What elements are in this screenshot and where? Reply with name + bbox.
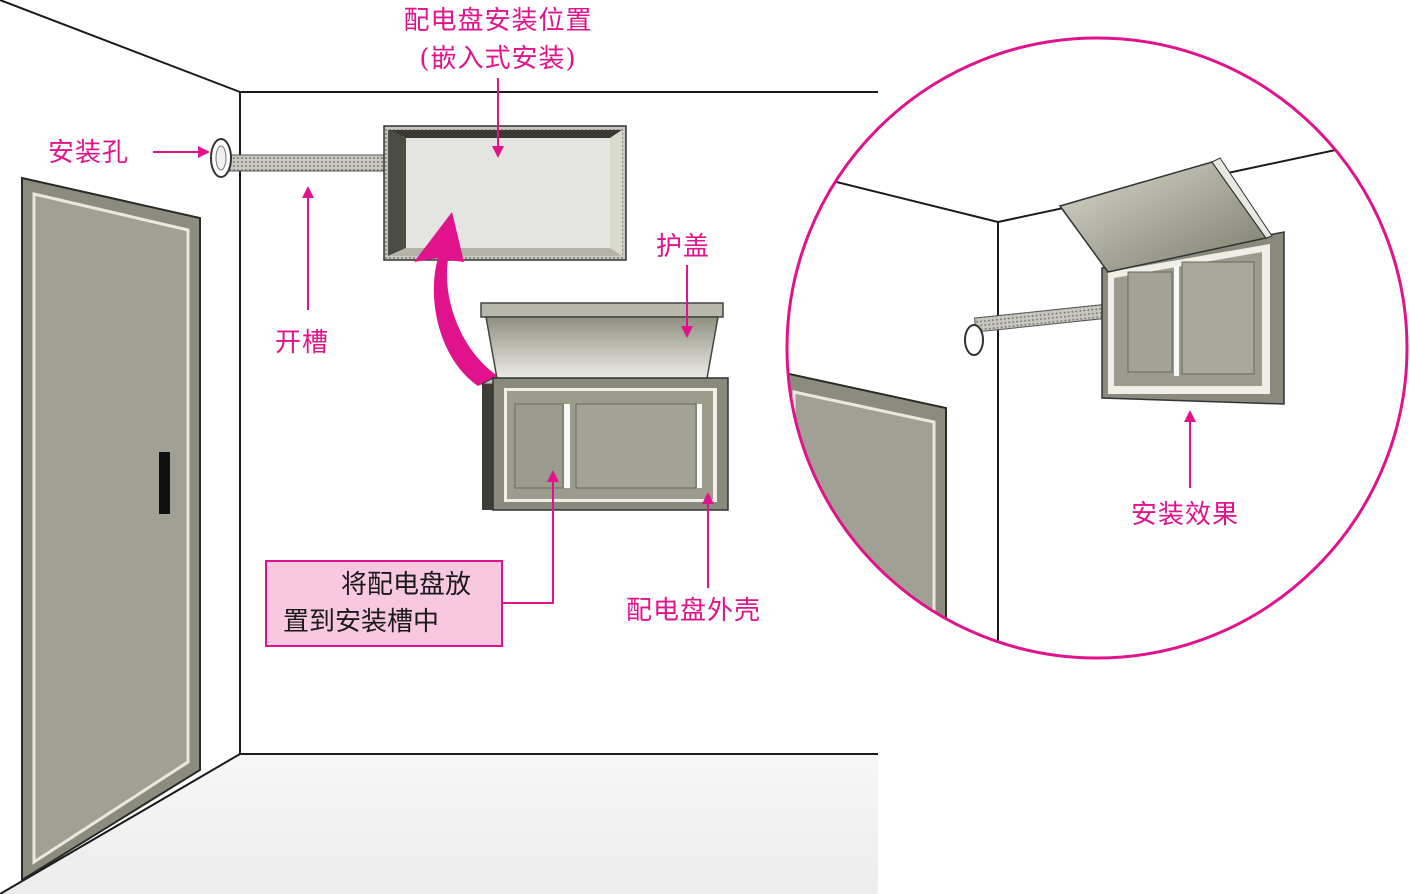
- label-install-position-line1: 配电盘安装位置: [403, 6, 593, 36]
- groove: [227, 154, 394, 172]
- label-install-position: 配电盘安装位置 (嵌入式安装): [378, 6, 618, 74]
- groove-and-hole: [210, 138, 394, 178]
- panel-shell: [480, 377, 729, 511]
- wall-floor-left: [0, 753, 241, 894]
- label-install-position-line2: (嵌入式安装): [419, 44, 577, 74]
- wall-ceiling-left: [0, 0, 241, 93]
- label-groove: 开槽: [275, 328, 330, 358]
- label-install-hole: 安装孔: [48, 138, 130, 168]
- note-line-2: 置到安装槽中: [283, 607, 440, 637]
- note-box: 将配电盘放 置到安装槽中: [265, 560, 503, 647]
- floor: [0, 754, 878, 894]
- label-cover: 护盖: [656, 232, 711, 262]
- door-handle: [159, 452, 170, 514]
- door: [21, 176, 201, 882]
- pointer-lines: [153, 78, 714, 604]
- panel-recess: [383, 125, 627, 261]
- room: [0, 0, 878, 894]
- label-install-effect: 安装效果: [1131, 500, 1240, 530]
- inset-border: [785, 36, 1409, 660]
- insert-curved-arrow: [414, 212, 498, 386]
- label-panel-shell: 配电盘外壳: [626, 596, 762, 626]
- note-line-1: 将配电盘放: [341, 570, 472, 600]
- panel-cover: [480, 302, 724, 385]
- install-effect-inset: [785, 36, 1409, 660]
